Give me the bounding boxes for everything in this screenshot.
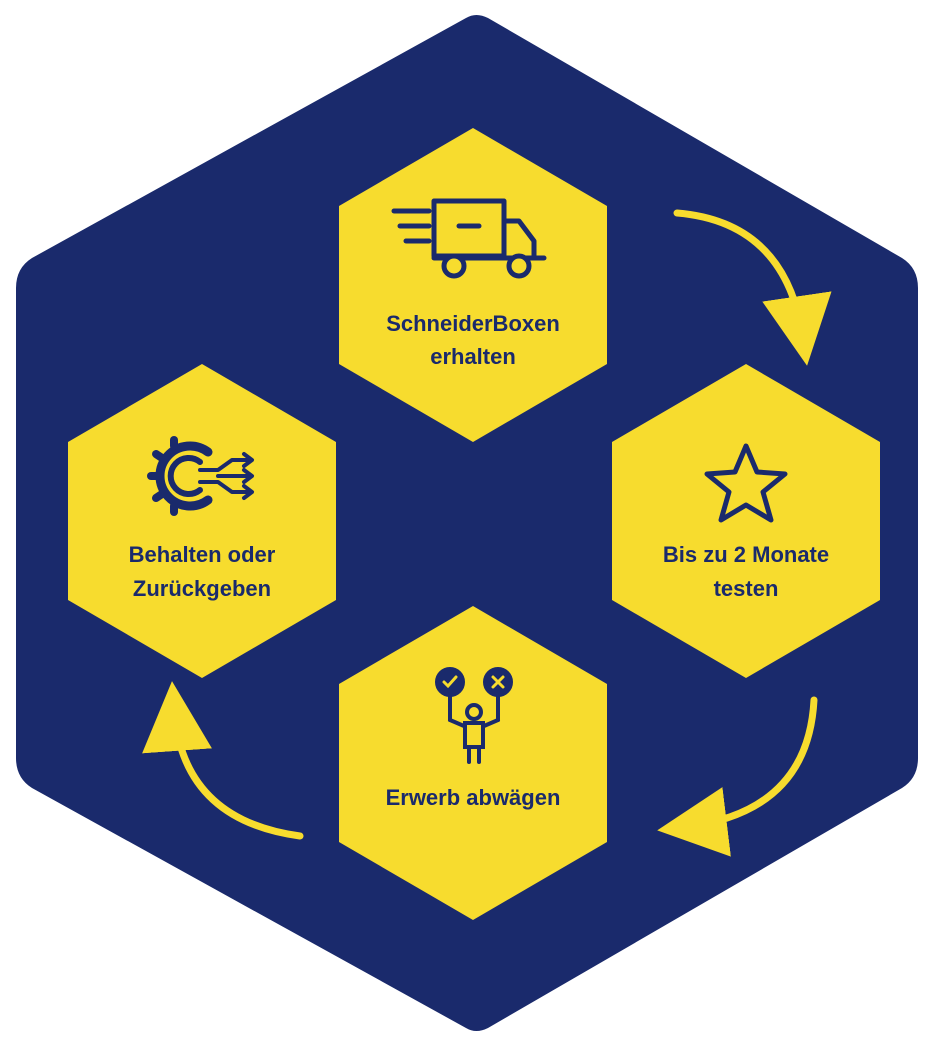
step-receive-boxes: SchneiderBoxen erhalten — [339, 128, 607, 442]
step-label-line: testen — [714, 576, 779, 601]
step-test-months: Bis zu 2 Monate testen — [612, 364, 880, 678]
step-label-line: Behalten oder — [129, 542, 276, 567]
decision-person-icon — [435, 667, 513, 764]
step-label-line: Bis zu 2 Monate — [663, 542, 829, 567]
flow-arrow-bottom-left — [142, 681, 304, 840]
step-keep-or-return: Behalten oder Zurückgeben — [68, 364, 336, 678]
step-hexagon — [612, 364, 880, 678]
flow-arrow-top-right — [673, 209, 832, 366]
flow-arrow-bottom-right — [657, 696, 818, 857]
step-consider-purchase: Erwerb abwägen — [339, 606, 607, 920]
outer-hexagon — [16, 15, 918, 1031]
gear-arrows-icon — [147, 436, 254, 516]
step-label-line: Zurückgeben — [133, 576, 271, 601]
step-hexagon — [68, 364, 336, 678]
step-hexagon — [339, 606, 607, 920]
step-label-line: SchneiderBoxen — [386, 311, 560, 336]
step-label-line: Erwerb abwägen — [386, 785, 561, 810]
delivery-truck-icon — [391, 198, 547, 279]
star-icon — [704, 443, 788, 523]
step-hexagon — [339, 128, 607, 442]
step-label-line: erhalten — [430, 344, 516, 369]
